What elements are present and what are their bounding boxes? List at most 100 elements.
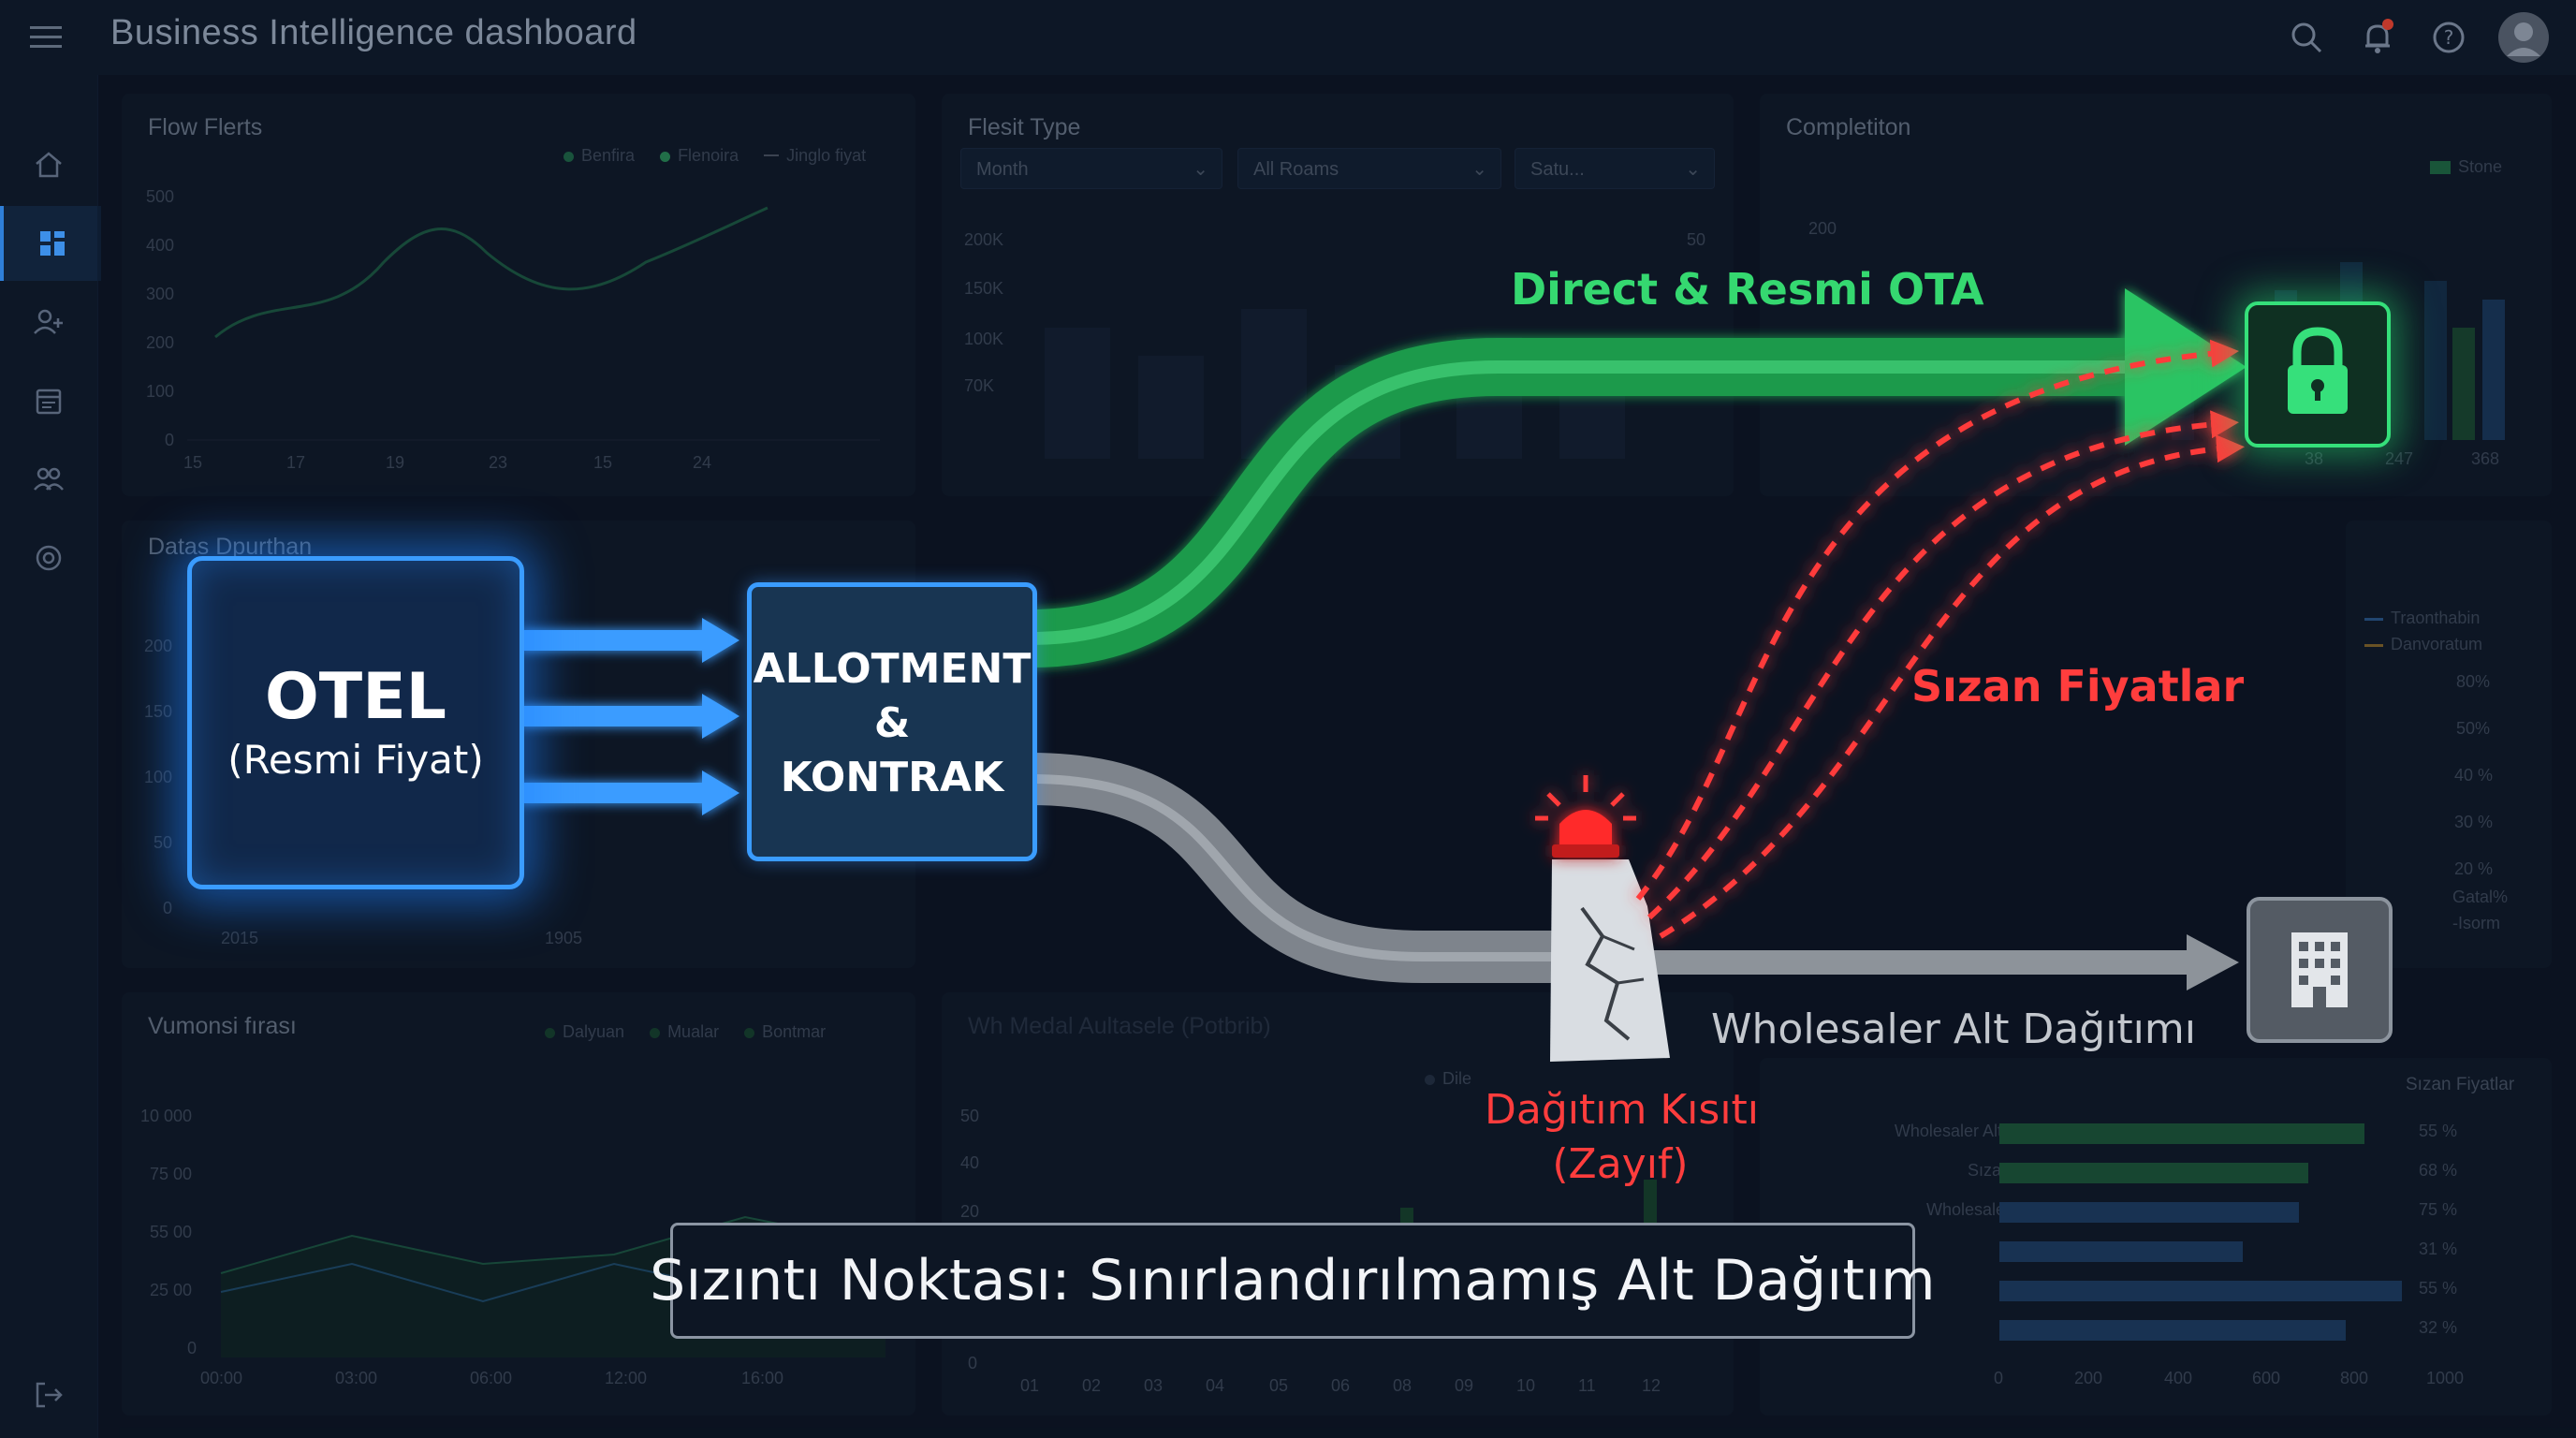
rate-legend: Danvoratum [2364, 635, 2482, 654]
rate-legend-2: Danvoratum [2391, 635, 2483, 653]
sidebar-item-calendar[interactable] [0, 363, 97, 438]
rate-legend: Traonthabin [2364, 609, 2480, 628]
mb-xtick: 04 [1206, 1376, 1225, 1395]
sidebar-item-dashboard[interactable] [0, 206, 101, 281]
mb-xtick: 10 [1516, 1376, 1536, 1395]
calendar-icon [36, 389, 62, 415]
mb-xtick: 06 [1331, 1376, 1351, 1395]
sidebar-item-team[interactable] [0, 442, 97, 517]
hbar-xtick: 400 [2164, 1369, 2193, 1387]
hbar-bar [1999, 1123, 2364, 1144]
hbar-row-pct: 55 % [2419, 1279, 2458, 1298]
flow-xtick: 24 [693, 453, 712, 472]
hbar-bar [1999, 1163, 2308, 1183]
sidebar [0, 75, 101, 1438]
mb-ytick: 0 [968, 1354, 978, 1372]
flow-ytick: 200 [146, 333, 175, 352]
flesit-ytick: 70K [964, 376, 995, 395]
help-icon[interactable]: ? [2430, 19, 2467, 56]
settings-icon [36, 545, 62, 571]
status-select-value: Satu... [1530, 159, 1585, 180]
flow-panel: Flow Flerts Benfira Flenoira Jinglo fiya… [122, 94, 915, 496]
mb-xtick: 01 [1020, 1376, 1040, 1395]
datas-ytick: 50 [154, 833, 173, 852]
flow-legend-2: Flenoira [678, 146, 739, 165]
rooms-select[interactable]: All Roams⌄ [1237, 148, 1501, 189]
mb-xtick: 12 [1642, 1376, 1661, 1395]
bell-icon[interactable] [2359, 19, 2396, 56]
flow-legend: Benfira Flenoira Jinglo fiyat [543, 146, 866, 166]
completion-xtick: 247 [2385, 449, 2414, 468]
hbar-row-pct: 31 % [2419, 1240, 2458, 1258]
flow-xtick: 19 [386, 453, 405, 472]
dim-veil [97, 75, 2576, 1438]
avatar[interactable] [2497, 11, 2550, 64]
mb-xtick: 09 [1455, 1376, 1474, 1395]
top-bar: Business Intelligence dashboard ? [0, 0, 2576, 75]
vumonsi-xtick: 12:00 [605, 1369, 648, 1387]
completion-legend: Stone [2430, 157, 2502, 177]
vumonsi-ytick: 0 [187, 1339, 198, 1357]
datas-ytick: 0 [163, 899, 173, 917]
month-select[interactable]: Month⌄ [960, 148, 1222, 189]
rate-tick: 20 % [2454, 859, 2494, 878]
middle-bottom-title: Wh Medal Aultasele (Potbrib) [968, 1013, 1271, 1039]
rate-tick: 30 % [2454, 813, 2494, 831]
hbar-title: Sızan Fiyatlar [2406, 1075, 2515, 1094]
vumonsi-legend: Dalyuan Mualar Bontmar [524, 1022, 826, 1042]
sidebar-item-home[interactable] [0, 127, 97, 202]
vumonsi-panel-title: Vumonsi fırası [148, 1013, 297, 1039]
vumonsi-panel: Vumonsi fırası Dalyuan Mualar Bontmar 10… [122, 992, 915, 1416]
vumonsi-xtick: 06:00 [470, 1369, 513, 1387]
mb-xtick: 02 [1082, 1376, 1102, 1395]
middle-bottom-legend-label: Dile [1442, 1069, 1472, 1088]
mb-ytick: 20 [960, 1202, 980, 1221]
app-title: Business Intelligence dashboard [110, 13, 637, 52]
vumonsi-legend-3: Bontmar [762, 1022, 827, 1041]
datas-ytick: 150 [144, 702, 173, 721]
flow-xtick: 23 [489, 453, 508, 472]
completion-legend-label: Stone [2458, 157, 2503, 176]
mb-ytick: 40 [960, 1153, 980, 1172]
flesit-ytick: 150K [964, 279, 1004, 298]
hbar-bar [1999, 1202, 2299, 1223]
search-icon[interactable] [2288, 19, 2325, 56]
vumonsi-legend-2: Mualar [667, 1022, 720, 1041]
datas-panel-title: Datas Dpurthan [148, 534, 313, 560]
flow-ytick: 100 [146, 382, 175, 401]
completion-panel-title: Completiton [1786, 114, 1911, 140]
sidebar-logout[interactable] [0, 1357, 97, 1432]
flesit-panel-title: Flesit Type [968, 114, 1081, 140]
sidebar-item-settings[interactable] [0, 521, 97, 595]
vumonsi-xtick: 03:00 [335, 1369, 378, 1387]
rate-tick: 80% [2456, 672, 2491, 691]
hbar-xtick: 200 [2074, 1369, 2103, 1387]
hbar-bar [1999, 1320, 2346, 1341]
flow-xtick: 17 [286, 453, 306, 472]
month-select-value: Month [976, 159, 1029, 180]
flow-ytick: 300 [146, 285, 175, 303]
home-icon [36, 152, 62, 178]
mb-xtick: 05 [1269, 1376, 1289, 1395]
datas-xtick: 2015 [221, 929, 259, 947]
team-icon [34, 467, 64, 491]
flesit-ytick: 200K [964, 230, 1004, 249]
flow-ytick: 500 [146, 187, 175, 206]
chevron-down-icon: ⌄ [1471, 159, 1487, 180]
hbar-bar [1999, 1281, 2402, 1301]
dashboard-icon [40, 231, 65, 256]
status-select[interactable]: Satu...⌄ [1515, 148, 1715, 189]
rate-label: Gatal% [2452, 888, 2509, 906]
menu-icon[interactable] [26, 21, 67, 54]
datas-xtick: 1905 [545, 929, 583, 947]
hbar-xtick: 800 [2340, 1369, 2369, 1387]
flow-line-chart [187, 206, 880, 441]
sidebar-item-users[interactable] [0, 285, 97, 360]
hbar-xtick: 1000 [2426, 1369, 2465, 1387]
mb-xtick: 03 [1144, 1376, 1164, 1395]
completion-xtick: 368 [2471, 449, 2500, 468]
rate-tick: 40 % [2454, 766, 2494, 785]
flow-legend-3: Jinglo fiyat [786, 146, 867, 165]
vumonsi-legend-1: Dalyuan [563, 1022, 625, 1041]
